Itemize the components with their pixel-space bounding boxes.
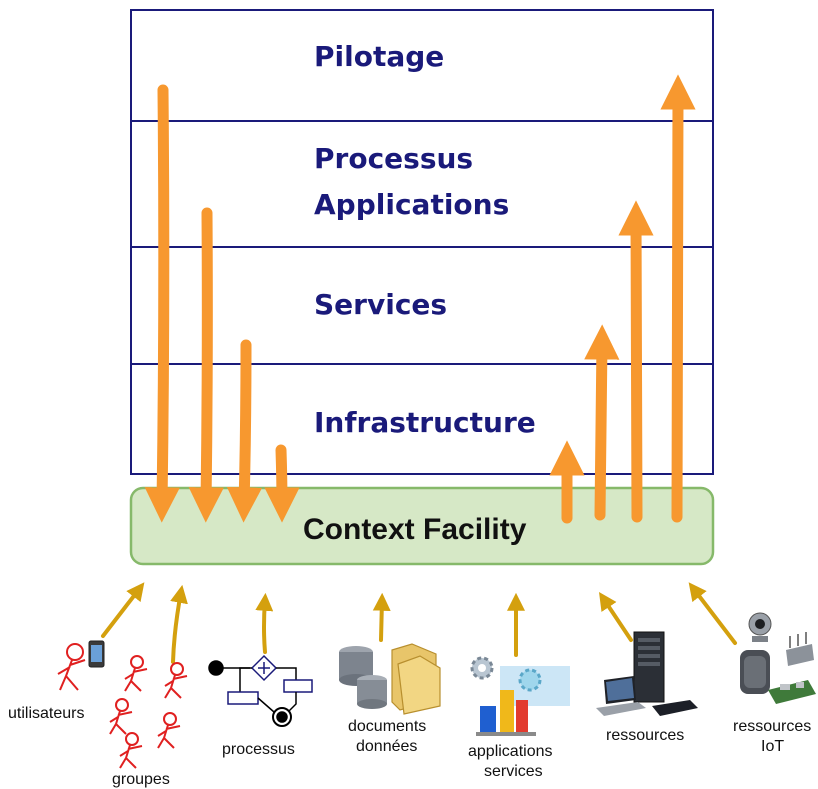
source-arrow-iot [688, 582, 737, 645]
layer-pilotage [130, 9, 714, 122]
context-facility-label: Context Facility [303, 513, 527, 546]
label-ressources-iot: ressources [733, 718, 811, 735]
layer-label-infrastructure: Infrastructure [314, 406, 536, 439]
source-arrow-documents [372, 592, 391, 642]
label-applications: applications [468, 743, 553, 760]
label-groupes: groupes [112, 771, 170, 788]
source-arrow-ressources [599, 592, 633, 642]
gears-chart-icon [470, 656, 570, 736]
source-arrows [101, 582, 737, 664]
down-arrows [144, 84, 300, 523]
label-services: services [484, 763, 543, 780]
layer-label-pilotage: Pilotage [314, 40, 444, 73]
layer-infrastructure [130, 363, 714, 475]
context-facility-box: Context Facility [129, 486, 715, 566]
process-flow-icon [208, 654, 313, 727]
up-arrow-processus [618, 200, 654, 523]
label-iot: IoT [761, 738, 784, 755]
up-arrows [549, 74, 696, 524]
layer-label-processus: Processus [314, 142, 473, 175]
layer-label-applications: Applications [314, 188, 509, 221]
iot-devices-icon [740, 612, 816, 704]
down-arrow-infrastructure [264, 444, 300, 523]
database-folders-icon [339, 643, 441, 715]
down-arrow-processus [188, 207, 224, 523]
label-donnees: données [356, 738, 417, 755]
source-arrow-processus [255, 592, 274, 654]
label-processus: processus [222, 741, 295, 758]
layer-stack: Pilotage Processus Applications Services… [130, 9, 714, 475]
label-utilisateurs: utilisateurs [8, 705, 84, 722]
server-laptop-icon [596, 631, 698, 716]
down-arrow-pilotage [144, 84, 180, 523]
layer-label-services: Services [314, 288, 447, 321]
group-of-people-icon [109, 655, 188, 769]
label-ressources: ressources [606, 727, 684, 744]
person-with-phone-icon [57, 640, 105, 691]
source-arrow-utilisateurs [101, 582, 145, 638]
source-labels: utilisateurs groupes processus documents… [8, 705, 811, 788]
up-arrow-pilotage [660, 74, 696, 523]
up-arrow-services [584, 324, 620, 521]
down-arrow-services [226, 339, 263, 523]
layer-processus-applications [130, 120, 714, 248]
label-documents: documents [348, 718, 426, 735]
source-arrow-groupes [170, 584, 188, 664]
